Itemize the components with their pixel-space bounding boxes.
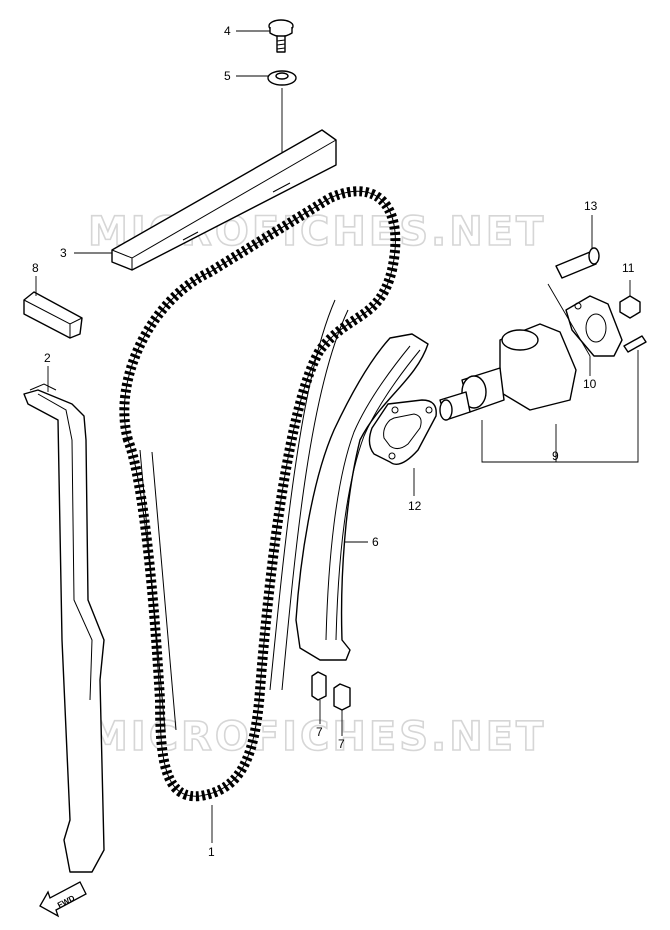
callout-11: 11 — [622, 261, 635, 275]
small-screw[interactable] — [623, 335, 647, 353]
callout-2: 2 — [44, 351, 51, 365]
part-6-tensioner-guide[interactable] — [295, 333, 429, 661]
fwd-arrow-icon: FWD — [39, 881, 87, 918]
callout-9: 9 — [552, 449, 559, 463]
part-5-washer[interactable] — [267, 70, 297, 158]
callout-6: 6 — [372, 535, 379, 549]
part-10-flange[interactable] — [547, 283, 623, 376]
part-2-chain-guide-left[interactable] — [23, 383, 105, 873]
callout-1: 1 — [208, 845, 215, 859]
callout-7a: 7 — [316, 725, 323, 739]
callout-4: 4 — [224, 24, 231, 38]
part-7-pin-a[interactable] — [311, 671, 327, 724]
callout-5: 5 — [224, 69, 231, 83]
part-9-tensioner-assembly[interactable] — [439, 323, 639, 463]
part-8-pad[interactable] — [23, 291, 83, 339]
part-11-cap[interactable] — [619, 280, 641, 319]
callout-8: 8 — [32, 261, 39, 275]
part-12-gasket[interactable] — [368, 399, 437, 496]
callout-10: 10 — [583, 377, 597, 391]
callout-13: 13 — [584, 199, 598, 213]
part-1-cam-chain[interactable] — [119, 186, 401, 843]
part-4-bolt[interactable] — [268, 19, 294, 53]
part-3-chain-guide-top[interactable] — [111, 129, 337, 271]
callout-7b: 7 — [338, 737, 345, 751]
part-7-pin-b[interactable] — [333, 683, 351, 736]
part-13-bolt[interactable] — [555, 215, 600, 279]
callout-12: 12 — [408, 499, 422, 513]
callout-3: 3 — [60, 246, 67, 260]
